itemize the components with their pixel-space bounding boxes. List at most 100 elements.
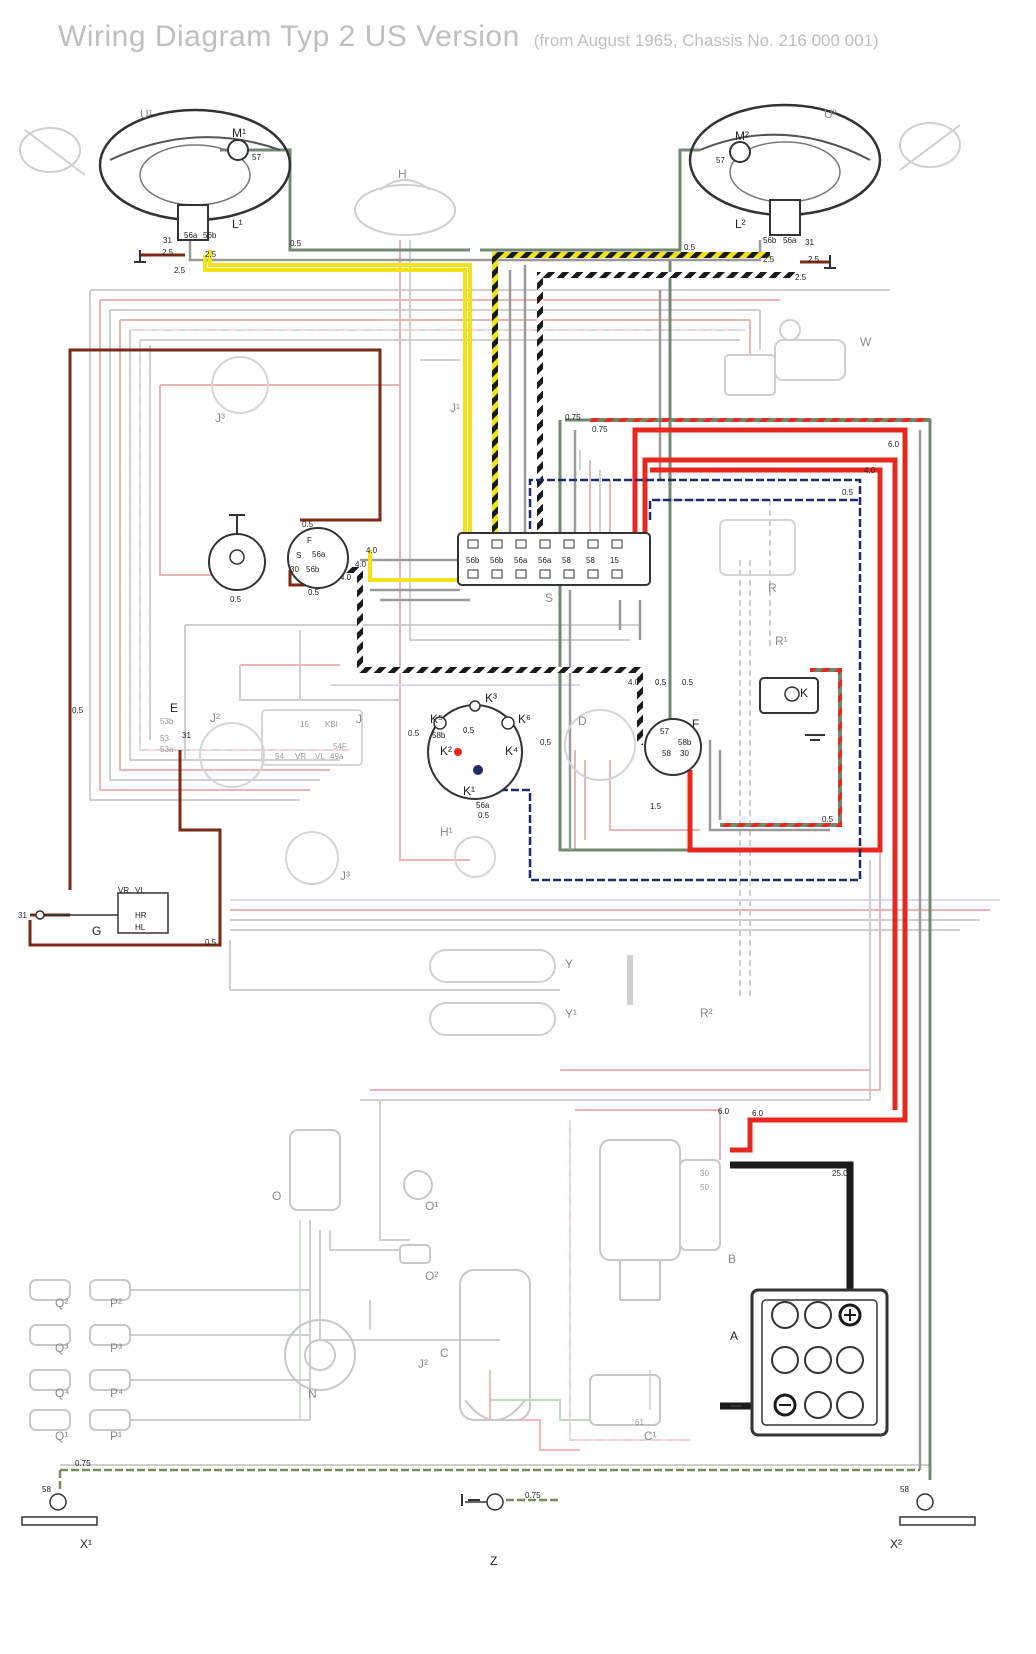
label-o1: O¹	[425, 1199, 438, 1213]
gauge-label: 0.75	[592, 425, 608, 434]
label-k4: K⁴	[505, 744, 518, 758]
label-k3: K³	[485, 691, 497, 705]
label-p3: P³	[110, 1341, 122, 1355]
label-c1: C¹	[644, 1429, 657, 1443]
label-j2-lower: J²	[418, 1357, 428, 1371]
fuse-label: 56a	[514, 556, 528, 565]
terminal-label: VL	[315, 752, 325, 761]
wire-black-white	[345, 272, 795, 745]
label-m1: M¹	[232, 126, 246, 140]
label-y: Y	[565, 957, 573, 971]
label-h1: H¹	[440, 825, 453, 839]
label-s: S	[545, 591, 553, 605]
label-r1: R¹	[775, 634, 788, 648]
terminal-label: KBI	[325, 720, 338, 729]
gauge-label: 0.75	[75, 1459, 91, 1468]
component-labels: U¹ U² M¹ M² L¹ L² H W J³ J¹ S R R¹ R² E …	[55, 107, 902, 1568]
gauge-label: 1.5	[650, 802, 662, 811]
gauge-label: 0.5	[72, 706, 84, 715]
fuse-3: 56a	[514, 539, 528, 579]
terminal-label: 56b	[306, 565, 320, 574]
gauge-label: 0.5	[842, 488, 854, 497]
ignition-switch-f	[644, 718, 702, 776]
terminal-label: S	[296, 551, 301, 560]
terminal-label: 31	[805, 238, 814, 247]
gauge-label: 0.5	[408, 729, 420, 738]
wiper-motor-w	[724, 319, 846, 396]
label-m2: M²	[735, 129, 749, 143]
wire-navy	[480, 478, 862, 882]
fuse-2: 56b	[490, 539, 504, 579]
terminal-label: 30	[290, 565, 299, 574]
label-p4: P⁴	[110, 1386, 123, 1400]
label-p1: P¹	[110, 1429, 122, 1443]
label-d: D	[578, 714, 587, 728]
fuse-5: 58	[562, 539, 575, 579]
fuse-1: 56b	[466, 539, 480, 579]
label-j1: J¹	[450, 401, 460, 415]
gauge-label: 4.0	[864, 466, 876, 475]
terminal-label: 31	[18, 911, 27, 920]
faded-spot-lamps	[19, 122, 961, 176]
terminal-label: 53	[160, 734, 169, 743]
wire-red-green	[590, 418, 930, 827]
terminal-label: 54F	[333, 742, 347, 751]
gauge-label: 4.0	[366, 546, 378, 555]
label-c: C	[440, 1346, 449, 1360]
gauge-label: 2.5	[763, 255, 775, 264]
gauge-labels: 0.5 0.5 2.5 2.5 2.5 2.5 2.5 2.5 0.75 0.7…	[72, 239, 900, 1500]
terminal-label: 56b	[763, 236, 777, 245]
label-n: N	[308, 1387, 317, 1401]
label-l2: L²	[735, 217, 746, 231]
gauge-label: 2.5	[162, 248, 174, 257]
distributor-n	[284, 1319, 356, 1391]
wire-black-yellow	[492, 252, 770, 560]
label-j2: J²	[210, 711, 220, 725]
ignition-coil-o	[289, 1129, 433, 1264]
fuse-label: 56a	[538, 556, 552, 565]
title-subtitle: (from August 1965, Chassis No. 216 000 0…	[533, 31, 879, 50]
gauge-label: 25.0	[832, 1169, 848, 1178]
horn-h	[354, 179, 456, 236]
gauge-label: 2.5	[205, 250, 217, 259]
label-q2: Q²	[55, 1296, 68, 1310]
light-switch	[287, 527, 349, 589]
label-k: K	[800, 686, 808, 700]
label-q1: Q¹	[55, 1429, 68, 1443]
headlight-right	[688, 103, 882, 236]
gauge-label: 0.75	[565, 413, 581, 422]
label-u2: U²	[824, 107, 837, 121]
terminal-label: HR	[135, 911, 147, 920]
label-j3: J³	[215, 411, 225, 425]
wire-yellow	[203, 250, 472, 582]
terminal-labels: 57 57 56a 56b 56b 56a 31 31 F S 56a 30 5…	[18, 153, 909, 1494]
gauge-label: 4.0	[628, 678, 640, 687]
fuse-label: 15	[610, 556, 619, 565]
terminal-label: 56a	[312, 550, 326, 559]
spark-plugs	[29, 1279, 131, 1431]
gauge-label: 6.0	[888, 440, 900, 449]
generator-c	[459, 1269, 531, 1421]
wire-ground-left	[58, 1468, 920, 1502]
terminal-label: 15	[300, 720, 309, 729]
fuse-4: 56a	[538, 539, 552, 579]
label-a: A	[730, 1329, 738, 1343]
terminal-label: F	[307, 536, 312, 545]
gauge-label: 6.0	[718, 1107, 730, 1116]
terminal-label: 49a	[330, 752, 344, 761]
wire-red	[632, 427, 908, 1153]
fuse-row: 56b 56b 56a 56a 58 58 15	[466, 539, 623, 579]
dimmer-switch	[208, 514, 266, 591]
gauge-label: 6.0	[752, 1109, 764, 1118]
terminal-label: VR	[118, 886, 129, 895]
title-text: Wiring Diagram Typ 2 US Version	[58, 20, 520, 53]
gauge-label: 0.5	[655, 678, 667, 687]
label-w: W	[860, 335, 872, 349]
fuse-label: 58	[586, 556, 595, 565]
label-r2: R²	[700, 1006, 713, 1020]
faded-instruments	[199, 356, 796, 885]
label-j: J	[356, 712, 362, 726]
label-f: F	[692, 717, 699, 731]
tail-light-right	[899, 1493, 976, 1526]
